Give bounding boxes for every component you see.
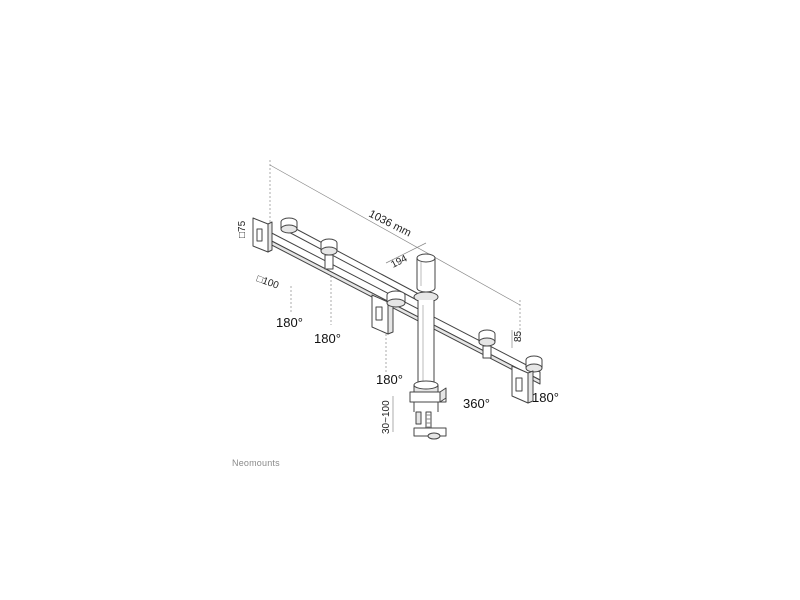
- vesa-horizontal-label: □100: [255, 273, 281, 291]
- dimension-lines: [269, 160, 531, 432]
- right-vesa-plate: [511, 365, 534, 404]
- pole-top: [413, 253, 439, 303]
- center-arm-label: 180°: [376, 372, 403, 387]
- clamp-range-label: 30~100: [381, 400, 392, 434]
- vesa-vertical-label: □75: [237, 220, 248, 238]
- left-arm-label: 180°: [314, 331, 341, 346]
- right-tilt-label: 180°: [532, 390, 559, 405]
- brand-logo-text: Neomounts: [232, 458, 280, 468]
- center-vesa-plate: [371, 294, 394, 335]
- width-label: 1036 mm: [367, 208, 413, 240]
- left-tilt-label: 180°: [276, 315, 303, 330]
- pole-swivel-label: 360°: [463, 396, 490, 411]
- width-dimension-line: [269, 164, 521, 306]
- pole-offset-line: [385, 242, 427, 264]
- pole-offset-label: 194: [389, 253, 409, 271]
- desk-clamp: [409, 387, 447, 440]
- mount-drawing: [252, 217, 543, 440]
- pole: [413, 300, 439, 397]
- left-vesa-plate: [252, 217, 273, 253]
- height-offset-label: 85: [513, 330, 524, 342]
